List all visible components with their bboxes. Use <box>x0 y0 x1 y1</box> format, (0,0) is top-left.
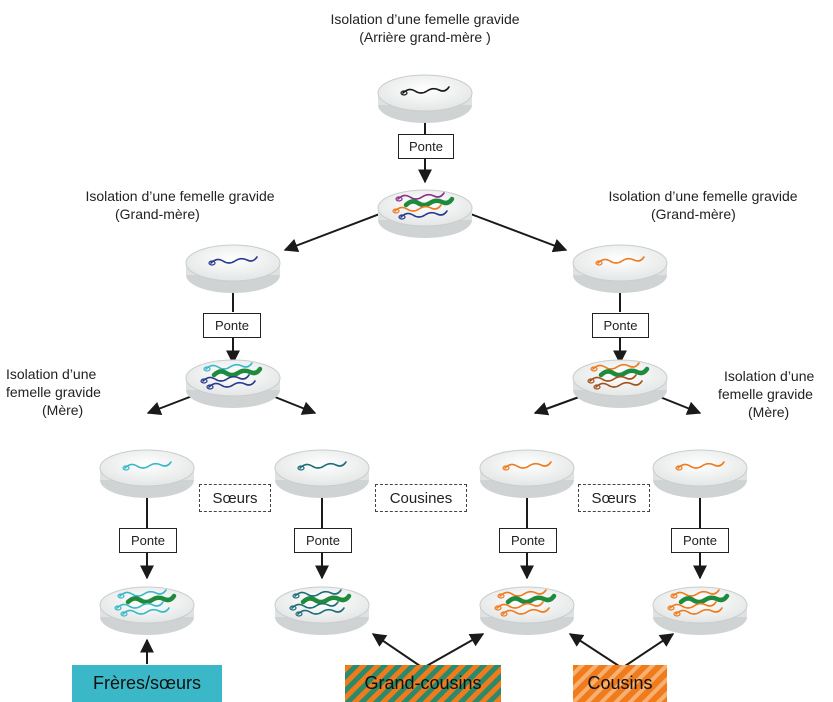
arrow-cousins-left <box>568 633 623 669</box>
worm-icon <box>595 380 643 388</box>
top-title-line1: Isolation d’une femelle gravide <box>330 11 520 27</box>
right-title-line2: (Grand-mère) <box>651 206 736 222</box>
worm-icon <box>496 601 544 609</box>
dish-children-lm <box>274 586 370 635</box>
worm-icon <box>291 601 339 609</box>
top-title-line2: (Arrière grand-mère ) <box>359 29 491 45</box>
worm-icon <box>205 362 253 370</box>
worm-icon <box>394 204 442 212</box>
dish-gen1 <box>377 189 473 238</box>
dish-grandmother-left <box>185 244 281 293</box>
worm-icon <box>297 607 345 615</box>
ponte-box-top: Ponte <box>398 134 454 159</box>
worm-icon <box>125 593 177 605</box>
worm-icon <box>211 366 263 378</box>
arrow-gen1-right <box>467 212 568 253</box>
arrow-grandcousins-right <box>422 633 485 669</box>
worm-icon <box>402 86 450 94</box>
dish-lid <box>572 244 668 282</box>
ll-title-line3: (Mère) <box>42 402 84 418</box>
worm-icon <box>505 593 557 605</box>
dish-left-offspring <box>185 359 281 408</box>
dish-great-grandmother <box>377 74 473 123</box>
rr-title-line1: Isolation d’une <box>724 368 815 384</box>
worm-icon <box>116 601 164 609</box>
worm-icon <box>400 210 448 218</box>
dish-lid <box>479 449 575 487</box>
worm-icon <box>403 196 455 208</box>
arrow-grandcousins-left <box>371 633 424 669</box>
cousines-label: Cousines <box>375 484 467 512</box>
dish-lid <box>99 449 195 487</box>
worm-icon <box>124 461 172 469</box>
dish-lid <box>185 244 281 282</box>
worm-icon <box>504 461 552 469</box>
dish-children-rr <box>652 586 748 635</box>
dish-children-ll <box>99 586 195 635</box>
worm-icon <box>122 607 170 615</box>
right-title-line1: Isolation d’une femelle gravide <box>608 188 798 204</box>
worm-icon <box>589 374 637 382</box>
left-title-line2: (Grand-mère) <box>115 206 200 222</box>
worm-icon <box>672 589 720 597</box>
legend-cousins-bg <box>573 665 667 702</box>
ponte-box-rr: Ponte <box>671 528 729 553</box>
worm-icon <box>294 589 342 597</box>
ll-title-line1: Isolation d’une <box>6 366 97 382</box>
legend-siblings: Frères/sœurs <box>72 665 222 702</box>
dish-mother-ll <box>99 449 195 498</box>
legend-grand-cousins: Grand-cousins <box>364 673 482 693</box>
legend-cousins: Cousins <box>587 673 653 693</box>
worm-icon <box>669 601 717 609</box>
right-grandmother-title: Isolation d’une femelle gravide (Grand-m… <box>583 187 823 223</box>
soeurs-label-left: Sœurs <box>199 484 271 512</box>
worm-icon <box>597 256 645 264</box>
top-title: Isolation d’une femelle gravide (Arrière… <box>305 10 545 46</box>
arrow-cousins-right <box>621 633 675 669</box>
ponte-box-left: Ponte <box>203 313 261 338</box>
worm-icon <box>119 589 167 597</box>
legend-grand-cousins-bg <box>345 665 501 702</box>
worm-icon <box>598 366 650 378</box>
dish-lid <box>652 449 748 487</box>
ll-mother-title: Isolation d’une femelle gravide (Mère) <box>6 365 126 419</box>
dish-grandmother-right <box>572 244 668 293</box>
ponte-box-rm: Ponte <box>499 528 557 553</box>
worm-icon <box>208 380 256 388</box>
left-title-line1: Isolation d’une femelle gravide <box>85 188 275 204</box>
ll-title-line2: femelle gravide <box>6 384 101 400</box>
worm-icon <box>210 256 258 264</box>
dish-mother-rm <box>479 449 575 498</box>
dish-mother-rr <box>652 449 748 498</box>
rr-mother-title: Isolation d’une femelle gravide (Mère) <box>718 367 833 421</box>
worm-icon <box>592 362 640 370</box>
worm-icon <box>300 593 352 605</box>
worm-icon <box>502 607 550 615</box>
worm-icon <box>202 374 250 382</box>
dish-lid <box>377 74 473 112</box>
worm-icon <box>499 589 547 597</box>
ponte-box-ll: Ponte <box>119 528 177 553</box>
dish-children-rm <box>479 586 575 635</box>
worm-icon <box>678 593 730 605</box>
rr-title-line3: (Mère) <box>748 404 790 420</box>
ponte-box-right: Ponte <box>592 313 649 338</box>
worm-icon <box>677 461 725 469</box>
ponte-box-lm: Ponte <box>294 528 352 553</box>
arrow-gen1-left <box>283 212 383 253</box>
worm-icon <box>675 607 723 615</box>
dish-mother-lm <box>274 449 370 498</box>
worm-icon <box>299 461 347 469</box>
rr-title-line2: femelle gravide <box>718 386 813 402</box>
soeurs-label-right: Sœurs <box>578 484 650 512</box>
dish-right-offspring <box>572 359 668 408</box>
worm-icon <box>397 192 445 200</box>
dish-lid <box>274 449 370 487</box>
left-grandmother-title: Isolation d’une femelle gravide (Grand-m… <box>60 187 300 223</box>
